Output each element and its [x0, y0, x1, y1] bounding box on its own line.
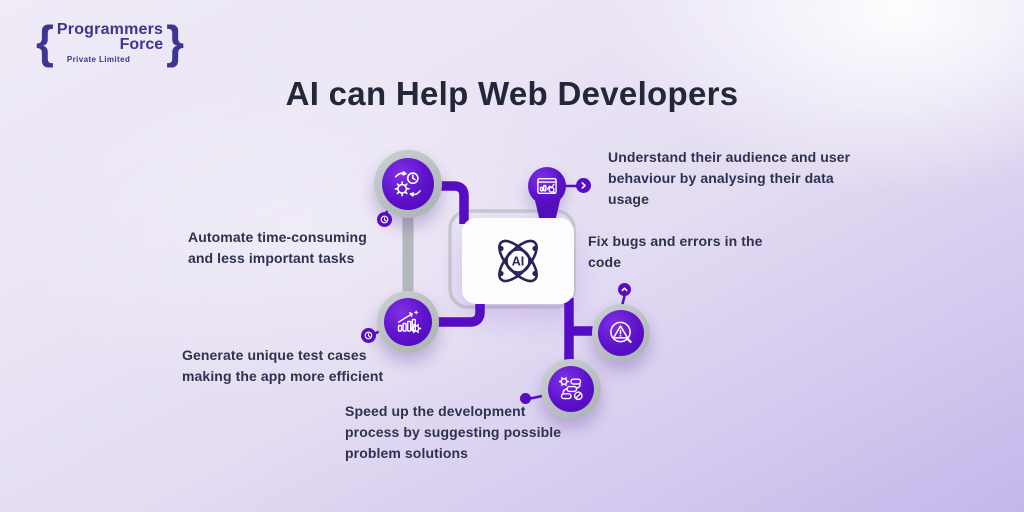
pipe-generate-to-card [428, 298, 485, 327]
arrow-dot-understand [576, 178, 591, 193]
company-logo: { Programmers Force Private Limited } [36, 16, 184, 68]
node-speed [541, 359, 601, 419]
clock-dot-automate [377, 212, 392, 227]
logo-brand-line2: Force [119, 35, 164, 53]
node-automate-face [382, 158, 434, 210]
chevron-up-icon [621, 287, 628, 292]
bug-warning-magnifier-icon [610, 321, 632, 343]
label-automate: Automate time-consuming and less importa… [188, 229, 367, 266]
mini-clock-icon [380, 215, 389, 224]
mini-clock-icon [364, 331, 373, 340]
ai-center-card: AI [462, 218, 574, 304]
label-fixbugs: Fix bugs and errors in the code [588, 233, 763, 270]
logo-open-brace: { [36, 16, 54, 68]
atom-ai-icon: AI [498, 239, 538, 283]
automation-gear-clock-icon [394, 171, 421, 197]
logo-text-block: Programmers Force Private Limited [54, 21, 166, 64]
label-speed: Speed up the development process by sugg… [345, 403, 562, 461]
growth-chart-icon [397, 309, 422, 334]
process-workflow-icon [558, 377, 583, 401]
pipe-automate-to-card [430, 181, 469, 224]
node-generate-face [384, 298, 432, 346]
label-generate: Generate unique test cases making the ap… [182, 347, 384, 384]
ai-label: AI [512, 255, 525, 269]
page-title: AI can Help Web Developers [285, 75, 739, 112]
logo-brand-line1: Programmers [56, 20, 164, 38]
chevron-right-icon [581, 182, 586, 189]
plain-dot-speed [520, 393, 531, 404]
node-fixbugs [592, 304, 650, 362]
node-fixbugs-face [598, 310, 644, 356]
logo-tagline: Private Limited [66, 54, 131, 64]
node-understand [528, 167, 566, 205]
clock-dot-generate [361, 328, 376, 343]
card-silver-trim [448, 209, 576, 309]
analytics-browser-icon [537, 177, 557, 195]
arrow-dot-fixbugs [618, 283, 631, 296]
node-generate [377, 291, 439, 353]
logo-close-brace: } [166, 16, 185, 68]
node-automate [374, 150, 442, 218]
label-understand: Understand their audience and user behav… [608, 149, 851, 207]
node-speed-face [548, 366, 594, 412]
